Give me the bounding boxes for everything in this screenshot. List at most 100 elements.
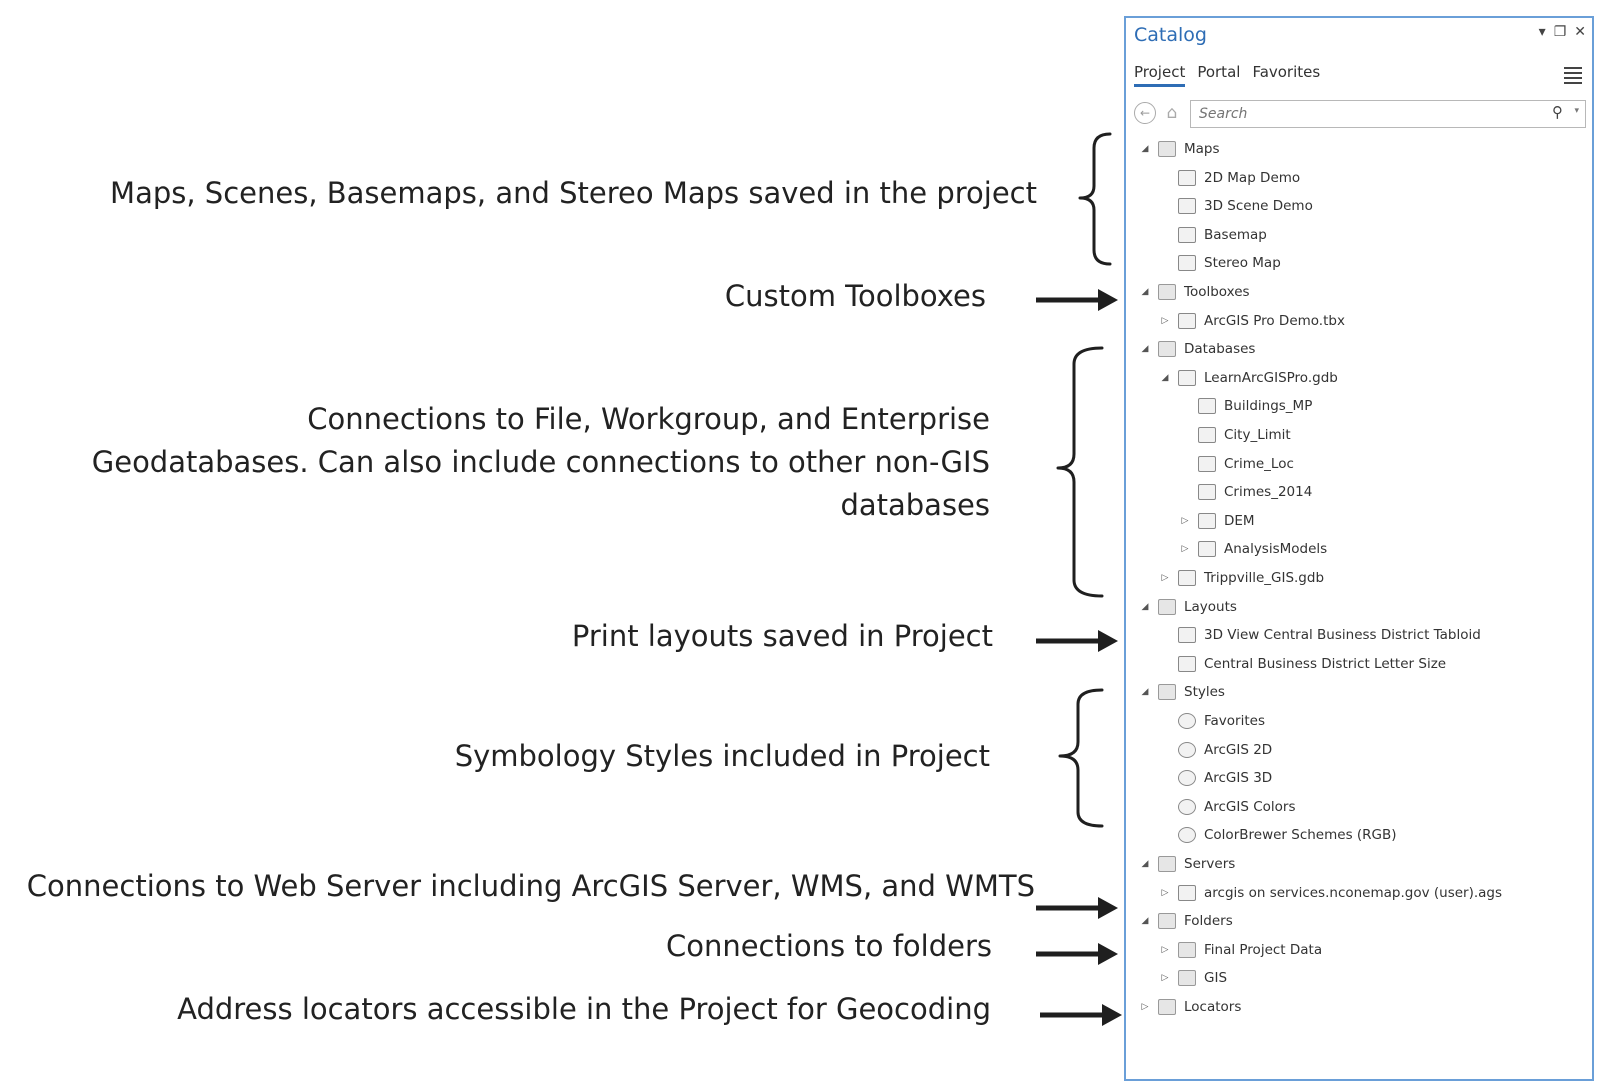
back-icon[interactable]: ← (1134, 102, 1156, 124)
servers-annotation: Connections to Web Server including ArcG… (26, 869, 1035, 903)
tree-item-label: Crimes_2014 (1224, 484, 1313, 501)
databases-folder-icon (1158, 341, 1176, 358)
tree-item[interactable]: ArcGIS 2D (1158, 737, 1272, 763)
tree-item[interactable]: City_Limit (1178, 422, 1291, 448)
catalog-title: Catalog (1134, 24, 1207, 46)
tree-item[interactable]: 3D Scene Demo (1158, 193, 1313, 219)
catalog-tabs: Project Portal Favorites (1134, 63, 1320, 87)
collapse-icon[interactable]: ◢ (1141, 344, 1149, 355)
tree-item-label: Central Business District Letter Size (1204, 655, 1447, 672)
tab-portal[interactable]: Portal (1197, 63, 1241, 81)
tree-item[interactable]: ◢Styles (1138, 679, 1225, 705)
expand-icon[interactable]: ▷ (1161, 315, 1169, 326)
search-options-icon[interactable]: ▾ (1574, 106, 1579, 116)
tree-item[interactable]: ▷ArcGIS Pro Demo.tbx (1158, 308, 1345, 334)
expand-icon[interactable]: ▷ (1161, 573, 1169, 583)
tree-item-label: City_Limit (1224, 427, 1291, 443)
tree-item[interactable]: ArcGIS Colors (1158, 794, 1296, 820)
tree-item-label: Basemap (1204, 226, 1267, 243)
collapse-icon[interactable]: ◢ (1141, 287, 1149, 297)
raster-icon (1198, 512, 1216, 529)
tree-item-label: Crime_Loc (1224, 455, 1294, 472)
tree-item[interactable]: ▷ arcgis on services.nconemap.gov (user).… (1158, 880, 1502, 906)
tree-item-label: DEM (1224, 512, 1255, 529)
map-icon (1178, 169, 1196, 186)
collapse-icon[interactable]: ◢ (1141, 601, 1149, 612)
tree-item[interactable]: ◢ Toolboxes (1138, 279, 1250, 305)
tree-item[interactable]: ◢ Databases (1138, 336, 1255, 362)
tab-favorites[interactable]: Favorites (1252, 63, 1321, 81)
tree-item-label: Toolboxes (1184, 284, 1250, 300)
tree-item[interactable]: 3D View Central Business District Tabloi… (1158, 622, 1481, 648)
search-input[interactable] (1197, 101, 1531, 127)
expand-icon[interactable]: ▷ (1161, 944, 1169, 955)
style-icon (1178, 798, 1196, 815)
table-icon (1198, 484, 1216, 501)
search-icon[interactable]: ⚲ (1552, 103, 1563, 121)
tree-item[interactable]: ▷GIS (1158, 965, 1227, 991)
locators-folder-icon (1158, 999, 1176, 1015)
tree-item-label: Databases (1184, 341, 1256, 358)
tree-item[interactable]: ▷ DEM (1178, 508, 1255, 534)
pane-options-dropdown-icon[interactable]: ▾ (1538, 24, 1546, 40)
tree-item[interactable]: Stereo Map (1158, 250, 1281, 276)
home-icon[interactable]: ⌂ (1166, 103, 1178, 123)
tree-item[interactable]: ColorBrewer Schemes (RGB) (1158, 822, 1397, 848)
tree-item-label: ColorBrewer Schemes (RGB) (1204, 827, 1397, 844)
styles-brace (1058, 688, 1104, 828)
tree-item[interactable]: Basemap (1158, 222, 1267, 248)
style-icon (1178, 827, 1196, 844)
style-icon (1178, 713, 1196, 729)
layouts-folder-icon (1158, 598, 1176, 615)
tree-item-label: 2D Map Demo (1204, 169, 1301, 186)
tree-item[interactable]: ◢LearnArcGISPro.gdb (1158, 365, 1338, 391)
servers-folder-icon (1158, 856, 1176, 872)
tree-item[interactable]: ◢Folders (1138, 908, 1233, 934)
tree-item-label: Servers (1184, 856, 1236, 872)
folders-folder-icon (1158, 913, 1176, 930)
polygon-feature-class-icon (1198, 398, 1216, 415)
collapse-icon[interactable]: ◢ (1141, 916, 1149, 927)
expand-icon[interactable]: ▷ (1161, 973, 1169, 984)
close-icon[interactable]: ✕ (1574, 24, 1586, 40)
tree-item[interactable]: ▷Trippville_GIS.gdb (1158, 565, 1324, 591)
layouts-annotation: Print layouts saved in Project (571, 619, 993, 653)
tree-item[interactable]: 2D Map Demo (1158, 165, 1300, 191)
tree-item[interactable]: Crime_Loc (1178, 451, 1294, 477)
tree-item[interactable]: ◢Maps (1138, 136, 1220, 162)
maximize-icon[interactable]: ❐ (1553, 24, 1567, 40)
menu-icon[interactable] (1564, 67, 1582, 87)
tree-item-label: 3D View Central Business District Tabloi… (1204, 627, 1481, 644)
tree-item[interactable]: ▷AnalysisModels (1178, 536, 1327, 562)
tree-item[interactable]: ◢Layouts (1138, 594, 1237, 620)
collapse-icon[interactable]: ◢ (1141, 144, 1149, 154)
tree-item-label: ArcGIS 2D (1204, 741, 1273, 758)
collapse-icon[interactable]: ◢ (1141, 687, 1149, 698)
maps-folder-icon (1158, 141, 1176, 157)
tree-item[interactable]: Crimes_2014 (1178, 479, 1312, 505)
expand-icon[interactable]: ▷ (1141, 1002, 1149, 1012)
tree-item[interactable]: ◢ Servers (1138, 851, 1235, 877)
tree-item-label: Favorites (1204, 713, 1265, 729)
tree-item-label: ArcGIS Colors (1204, 798, 1296, 815)
scene-icon (1178, 198, 1196, 215)
toolbox-icon (1178, 312, 1196, 329)
tree-item[interactable]: ArcGIS 3D (1158, 765, 1272, 791)
tree-item[interactable]: Buildings_MP (1178, 393, 1312, 419)
tab-project[interactable]: Project (1134, 63, 1186, 87)
navigation-buttons: ← ⌂ (1134, 102, 1182, 124)
expand-icon[interactable]: ▷ (1181, 515, 1189, 526)
tree-item[interactable]: ▷Final Project Data (1158, 937, 1322, 963)
tree-item-label: arcgis on services.nconemap.gov (user).a… (1204, 884, 1503, 901)
expand-icon[interactable]: ▷ (1181, 544, 1189, 555)
tree-item[interactable]: Central Business District Letter Size (1158, 651, 1446, 677)
tree-item[interactable]: Favorites (1158, 708, 1265, 734)
expand-icon[interactable]: ▷ (1161, 887, 1169, 898)
tree-item[interactable]: ▷Locators (1138, 994, 1241, 1020)
collapse-icon[interactable]: ◢ (1161, 372, 1169, 383)
layouts-arrow (1036, 630, 1118, 652)
tree-item-label: Stereo Map (1204, 255, 1281, 272)
folder-icon (1178, 970, 1196, 987)
window-controls: ▾ ❐ ✕ (1539, 24, 1586, 40)
collapse-icon[interactable]: ◢ (1141, 859, 1149, 869)
